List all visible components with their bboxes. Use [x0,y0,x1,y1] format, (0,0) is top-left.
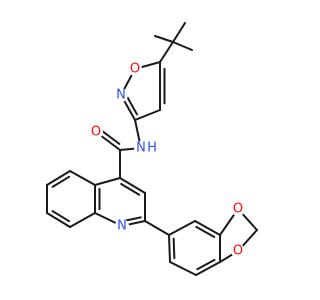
bond-c2q-b1 [144,220,170,236]
atom-n-amide-label: N [136,141,146,156]
bond-c5q-c6q-double [51,175,71,188]
bond-c4a-c4q [94,177,121,186]
bond-c7q-c8q-double [51,210,71,223]
bond-tbq-c5 [159,41,174,63]
bond-b2-b3 [169,261,197,276]
molecule-structure: O N O N H N O O [46,22,258,276]
atom-h-amide-label: H [147,141,157,156]
bond-c4a-c5q [69,170,96,186]
bond-b3-b4-double [196,258,216,271]
bond-b6-b1 [168,220,196,236]
bond-c7q-c8q [46,212,71,228]
atom-n-quinoline: N [115,219,129,234]
bond-c2q-n1-double [123,216,142,222]
bond-c8q-c8a [69,212,96,228]
atom-n-isoxazole-label: N [116,88,126,103]
atom-o-dioxole-bottom-label: O [233,244,243,259]
atom-o-isoxazole-label: O [130,62,140,77]
bond-b1-b2 [168,234,171,263]
atom-h-amide: H [147,141,157,156]
bond-tbq-me1 [154,35,174,43]
bond-n2-c3-double [125,95,138,116]
bond-ca-ocarb-double [101,129,121,145]
bond-b5-b6 [194,220,221,236]
atom-o-carbonyl-label: O [91,125,101,140]
bond-c5q-c6q [46,170,71,186]
atom-o-dioxole-top-label: O [233,202,243,217]
atom-n-quinoline-label: N [117,219,127,234]
bond-tbq-me2 [172,22,186,43]
bond-c3-c4 [134,109,161,121]
atom-o-isoxazole: O [128,62,142,77]
bond-b5-b6-double [195,225,216,238]
atom-o-dioxole-top: O [231,202,245,217]
bond-b1-b2-double [172,237,176,260]
atom-n-amide: N [134,141,148,156]
atom-o-carbonyl: O [89,125,103,140]
bond-tbq-me3 [172,41,193,51]
bond-b3-b4 [195,261,221,276]
bond-c4q-c3q-double [120,182,141,196]
bond-c4q-c3q [119,177,146,194]
atom-n-isoxazole: N [114,88,128,103]
atom-labels: O N O N H N O O [89,62,245,259]
atom-o-dioxole-bottom: O [231,244,245,259]
